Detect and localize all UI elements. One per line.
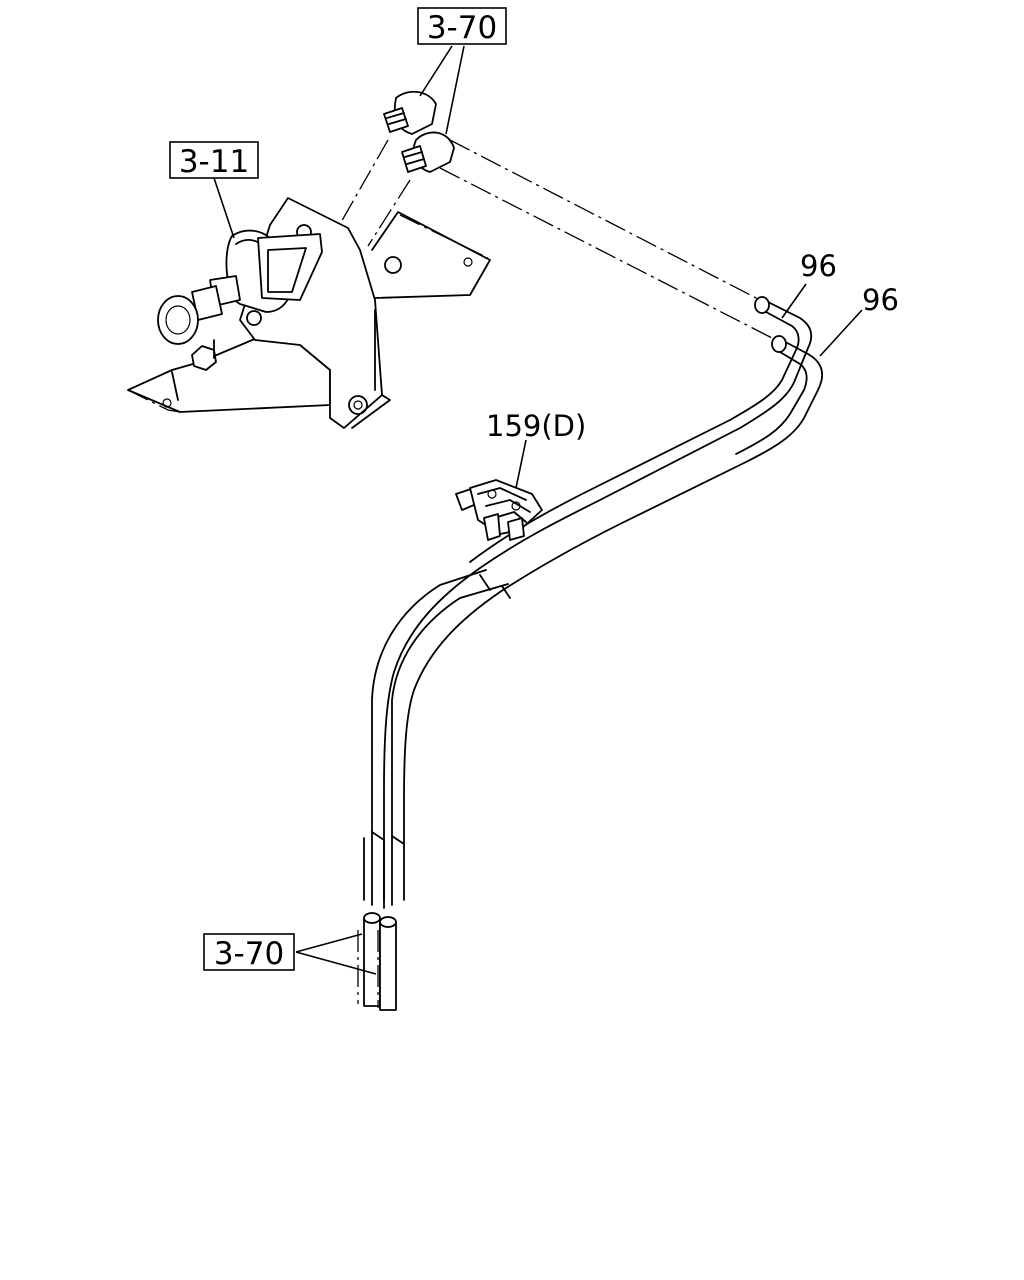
- hose-upper: [383, 296, 813, 901]
- leader-ref-top-a: [419, 45, 453, 97]
- ref-label-bottom-text: 3-70: [214, 936, 284, 972]
- elbow-fitting-upper: [383, 90, 437, 135]
- tube-ends-bottom: [357, 912, 397, 1011]
- leader-ref-regulator: [213, 177, 235, 239]
- leader-ref-bottom-a: [295, 933, 363, 953]
- callout-hose-upper: 96: [800, 249, 837, 283]
- leader-ref-top-b: [445, 45, 465, 135]
- ref-label-top[interactable]: 3-70: [417, 7, 507, 46]
- ref-label-regulator[interactable]: 3-11: [169, 141, 259, 180]
- callout-connector: 159(D): [486, 409, 586, 443]
- hose-lower: [363, 335, 823, 909]
- leader-connector: [515, 439, 527, 489]
- leader-hose-upper: [781, 283, 807, 319]
- leader-hose-lower: [819, 309, 863, 357]
- ref-label-regulator-text: 3-11: [179, 144, 249, 180]
- ref-label-bottom[interactable]: 3-70: [203, 933, 295, 972]
- leader-ref-bottom-b: [295, 951, 377, 975]
- elbow-fitting-lower: [401, 131, 455, 173]
- regulator-valve: [157, 229, 323, 345]
- ref-label-top-text: 3-70: [427, 10, 497, 46]
- callout-hose-lower: 96: [862, 283, 899, 317]
- hose-connector: [455, 479, 543, 541]
